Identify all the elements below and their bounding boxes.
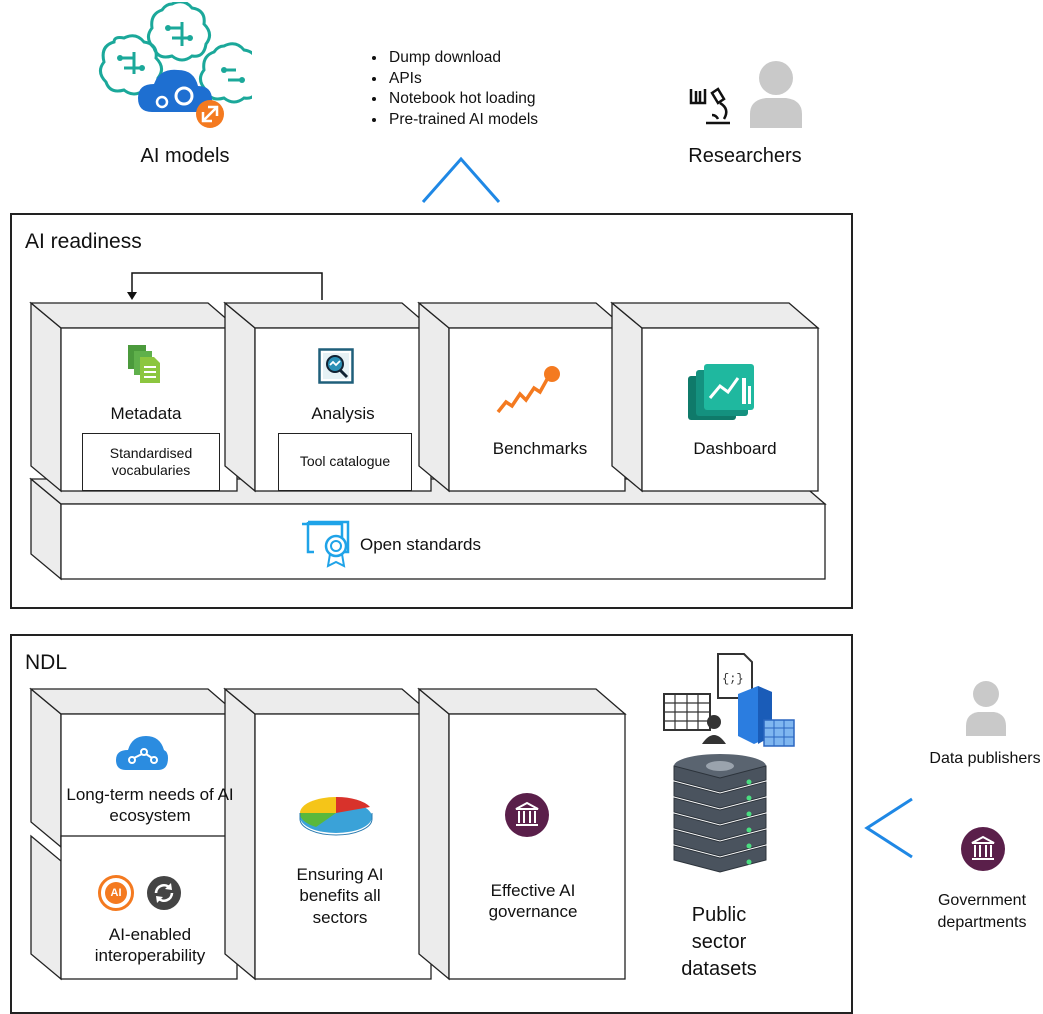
documents-icon	[128, 345, 160, 383]
ai-benefits-label: Ensuring AI benefits all sectors	[296, 865, 384, 927]
researchers-label: Researchers	[688, 145, 802, 167]
analysis-magnifier-icon	[318, 348, 354, 384]
long-term-needs-label: Long-term needs of AI ecosystem	[66, 785, 234, 826]
analysis-label: Analysis	[311, 404, 375, 423]
access-method-item: Dump download	[387, 48, 538, 69]
feedback-arrow	[127, 272, 323, 300]
dashboard-label: Dashboard	[693, 439, 777, 458]
data-sources-icon: {;}	[663, 653, 795, 747]
dashboard-chart-icon	[688, 364, 754, 420]
left-chevron-arrow	[864, 797, 913, 859]
ai-benefits-block	[223, 687, 433, 981]
ai-readiness-title: AI readiness	[25, 230, 142, 253]
researcher-user-icon	[750, 61, 802, 128]
trend-line-icon	[496, 366, 560, 414]
ai-governance-block	[417, 687, 627, 981]
sync-icon	[147, 876, 181, 910]
ai-governance-label: Effective AI governance	[488, 881, 578, 922]
cloud-network-icon	[116, 736, 168, 770]
ai-badge-icon: AI	[98, 875, 134, 911]
public-sector-datasets-label: Public sector datasets	[681, 904, 757, 980]
certificate-icon	[302, 520, 350, 568]
benchmarks-block	[417, 301, 627, 493]
pie-chart-icon	[299, 796, 373, 836]
open-standards-label: Open standards	[360, 535, 481, 554]
ai-models-label: AI models	[140, 145, 230, 167]
government-building-icon	[505, 793, 549, 837]
government-departments-label: Government departments	[937, 892, 1027, 931]
data-publisher-user-icon	[966, 681, 1006, 736]
government-department-icon	[961, 827, 1005, 871]
data-publishers-label: Data publishers	[929, 750, 1041, 767]
access-method-item: Pre-trained AI models	[387, 110, 538, 131]
tool-catalogue-box: Tool catalogue	[278, 433, 412, 491]
benchmarks-label: Benchmarks	[492, 439, 588, 458]
up-chevron-arrow	[421, 156, 501, 203]
svg-text:{;}: {;}	[722, 672, 744, 686]
ai-badge-text: AI	[105, 882, 127, 904]
metadata-label: Metadata	[110, 404, 182, 423]
access-method-item: Notebook hot loading	[387, 89, 538, 110]
standardised-vocabularies-box: Standardised vocabularies	[82, 433, 220, 491]
microscope-icon	[689, 87, 730, 125]
access-method-item: APIs	[387, 69, 538, 90]
long-term-needs-block	[29, 687, 239, 849]
interoperability-block	[30, 834, 238, 981]
ndl-title: NDL	[25, 651, 68, 674]
interoperability-label: AI-enabled interoperability	[94, 925, 206, 966]
server-stack-icon	[673, 754, 767, 873]
access-methods-list: Dump download APIs Notebook hot loading …	[369, 48, 538, 130]
ai-models-icon	[99, 2, 252, 128]
open-standards-block	[29, 477, 827, 581]
